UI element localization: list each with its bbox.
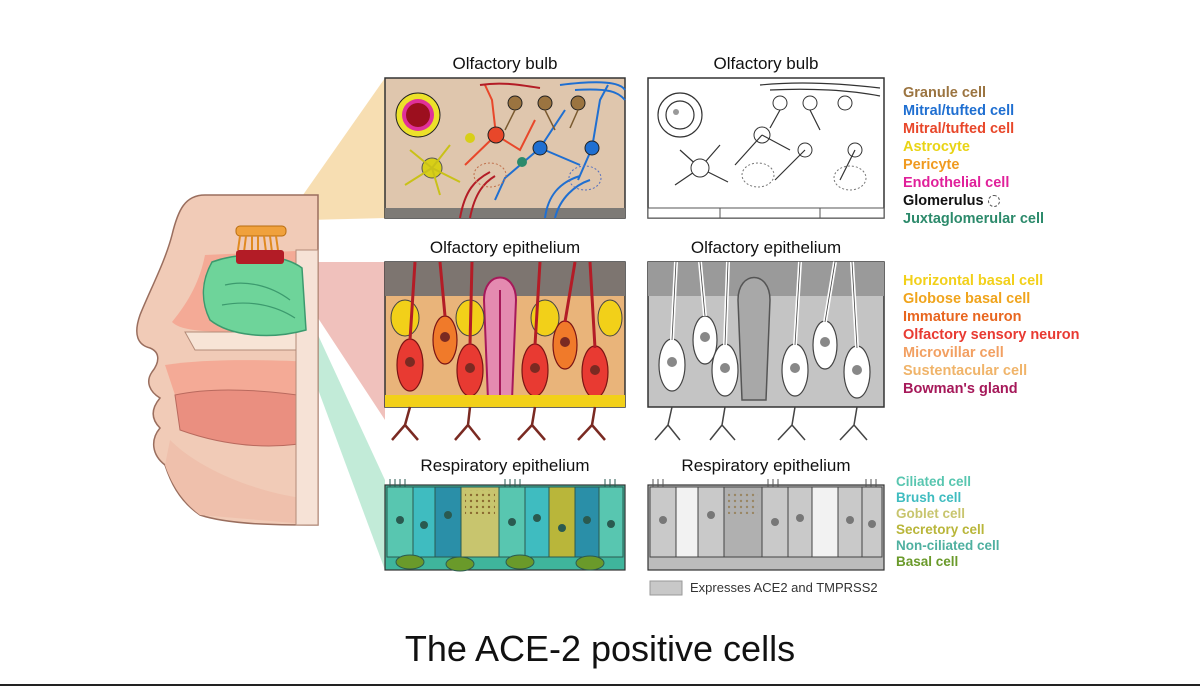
face-skin	[136, 194, 319, 526]
legend-item: Secretory cell	[896, 522, 985, 537]
bulb-structure	[235, 225, 287, 264]
chin-lower	[165, 440, 318, 525]
bulb-right-title: Olfactory bulb	[713, 54, 819, 73]
legend-item: Globose basal cell	[903, 291, 1031, 307]
legend-item: Immature neuron	[903, 309, 1022, 325]
legend-item: Non-ciliated cell	[896, 538, 1000, 553]
legend-item: Mitral/tufted cell	[903, 121, 1015, 137]
legend-item: Endothelial cell	[903, 175, 1010, 191]
head-profile	[136, 78, 385, 570]
bulb-left-title: Olfactory bulb	[452, 54, 558, 73]
legend-respiratory: Ciliated cell Brush cell Goblet cell Sec…	[896, 474, 1000, 570]
legend-item: Bowman's gland	[903, 381, 1018, 397]
olfactory-region	[202, 254, 307, 337]
legend-item: Pericyte	[903, 157, 960, 173]
respiratory-left-title: Respiratory epithelium	[420, 456, 590, 475]
legend-label: Glomerulus	[903, 193, 984, 209]
legend-item: Astrocyte	[903, 139, 970, 155]
legend-item: Basal cell	[896, 554, 959, 569]
bottom-rule	[0, 684, 1200, 686]
epithelium-colour-panel	[384, 261, 626, 441]
legend-item: Sustentacular cell	[903, 363, 1028, 379]
legend-item: Horizontal basal cell	[903, 273, 1044, 289]
legend-bulb: Granule cell Mitral/tufted cell Mitral/t…	[903, 84, 1044, 228]
legend-item: Microvillar cell	[903, 345, 1004, 361]
epithelium-right-title: Olfactory epithelium	[690, 238, 842, 257]
epithelium-left-title: Olfactory epithelium	[429, 238, 581, 257]
key-label: Expresses ACE2 and TMPRSS2	[690, 580, 878, 595]
respiratory-colour-panel	[384, 479, 626, 572]
respiratory-grey-panel	[647, 479, 885, 571]
legend-item: Juxtaglomerular cell	[903, 211, 1045, 227]
key-swatch	[649, 580, 683, 596]
legend-item: Granule cell	[903, 85, 987, 101]
legend-item: Mitral/tufted cell	[903, 103, 1015, 119]
legend-item: Olfactory sensory neuron	[903, 327, 1080, 343]
legend-item: Goblet cell	[896, 506, 966, 521]
bulb-connector	[232, 78, 385, 222]
respiratory-right-title: Respiratory epithelium	[681, 456, 851, 475]
legend-item: Brush cell	[896, 490, 962, 505]
legend-item: Ciliated cell	[896, 474, 972, 489]
epithelium-grey-panel	[647, 261, 885, 441]
legend-epithelium: Horizontal basal cell Globose basal cell…	[903, 272, 1079, 398]
dotted-circle-icon	[987, 195, 1000, 208]
legend-item-glomerulus: Glomerulus	[903, 192, 1044, 210]
slide-caption: The ACE-2 positive cells	[404, 628, 796, 669]
bulb-grey-panel	[647, 77, 885, 219]
bulb-colour-panel	[384, 77, 626, 219]
